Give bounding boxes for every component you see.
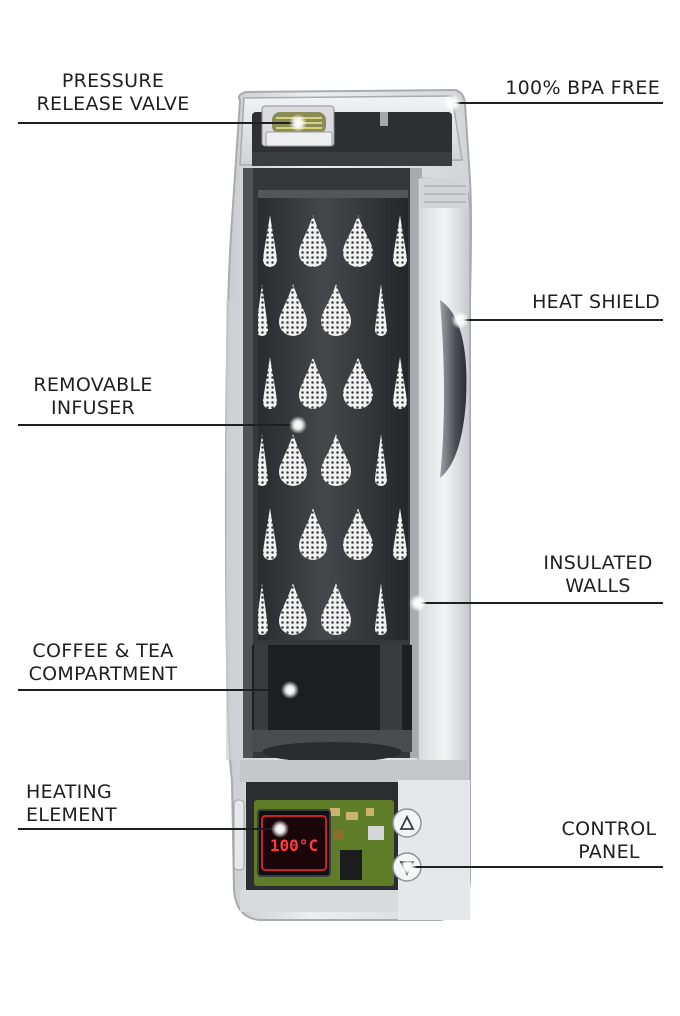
perforation-drop [258,434,268,486]
perforation-drop [343,508,373,560]
perforation-drop [343,357,373,409]
marker-heating-element [271,820,289,838]
perforation-drop [279,583,307,635]
label-insulated-walls: INSULATED WALLS [536,552,660,598]
marker-heat-shield [451,311,469,329]
perforation-drop [321,284,351,336]
perforation-drop [299,357,327,409]
perforation-drop [258,583,268,635]
marker-control-panel [399,858,417,876]
perforation-drop [263,508,277,560]
perforation-drop [299,508,327,560]
label-line: INFUSER [50,397,136,419]
label-line: 100% BPA FREE [505,77,660,99]
infuser-perforations [258,215,407,635]
control-panel [392,780,470,920]
callout-markers [271,94,469,876]
marker-infuser [289,416,307,434]
label-line: CONTROL [561,818,657,840]
led-display: 100°C [257,809,331,877]
heat-shield [417,177,471,781]
label-removable-infuser: REMOVABLE INFUSER [22,374,164,420]
perforation-drop [258,284,268,336]
label-control-panel: CONTROL PANEL [558,818,660,864]
perforation-drop [321,583,351,635]
callout-lines [18,102,663,868]
label-line: RELEASE VALVE [36,93,190,115]
perforation-drop [279,434,307,486]
label-heat-shield: HEAT SHIELD [532,291,660,314]
marker-pressure-valve [289,114,307,132]
label-line: PRESSURE [61,70,165,92]
label-line: ELEMENT [26,804,117,826]
label-line: PANEL [578,841,640,863]
perforation-drop [375,583,387,635]
label-pressure-release-valve: PRESSURE RELEASE VALVE [22,70,204,116]
perforation-drop [279,284,307,336]
coffee-tea-compartment [252,645,412,762]
perforation-drop [393,508,407,560]
label-bpa-free: 100% BPA FREE [505,77,660,100]
label-heating-element: HEATING ELEMENT [26,781,117,827]
perforation-drop [299,215,327,267]
perforation-drop [343,215,373,267]
label-line: COMPARTMENT [28,663,178,685]
perforation-drop [393,215,407,267]
marker-insulated-walls [409,594,427,612]
perforation-drop [393,357,407,409]
label-line: COFFEE & TEA [32,640,174,662]
perforation-drop [263,215,277,267]
label-coffee-tea-compartment: COFFEE & TEA COMPARTMENT [18,640,188,686]
perforation-drop [321,434,351,486]
marker-compartment [281,681,299,699]
temperature-readout: 100°C [270,836,318,855]
perforation-drop [263,357,277,409]
label-line: HEAT SHIELD [532,291,660,313]
marker-bpa-free [443,94,461,112]
label-line: WALLS [565,575,631,597]
label-line: INSULATED [543,552,653,574]
label-line: HEATING [26,781,113,803]
perforation-drop [375,284,387,336]
label-line: REMOVABLE [33,374,153,396]
perforation-drop [375,434,387,486]
removable-infuser [258,190,408,640]
